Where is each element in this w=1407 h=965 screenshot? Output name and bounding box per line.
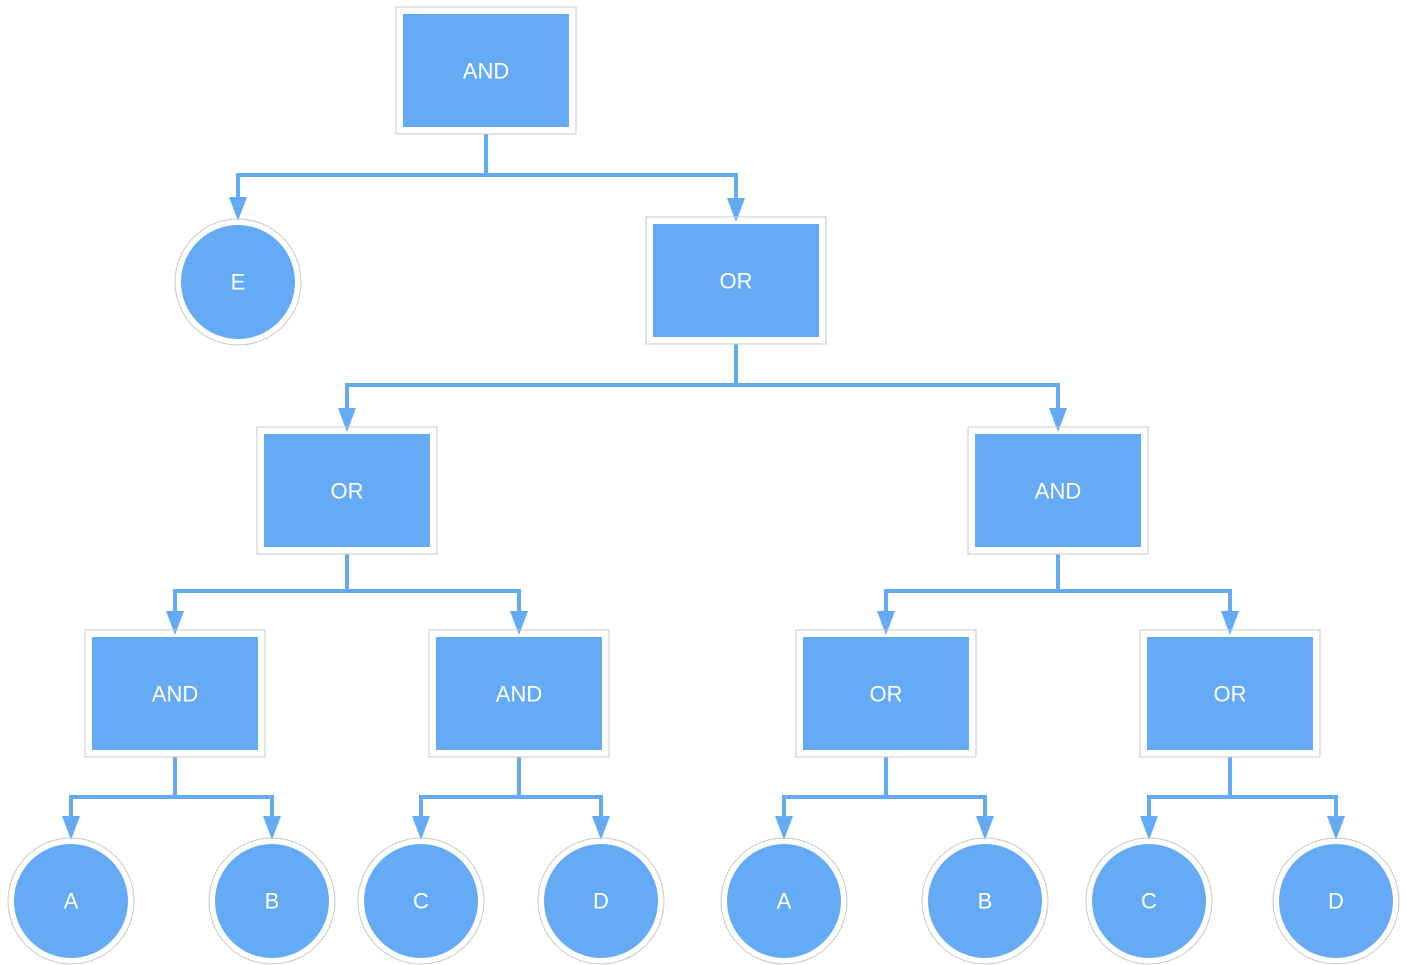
node-or-3[interactable]: OR	[795, 629, 977, 758]
arrowhead-icon	[727, 198, 745, 222]
arrowhead-icon	[976, 816, 994, 840]
leaf-e-label: E	[231, 270, 246, 295]
connector-line	[782, 795, 886, 820]
connector-line	[236, 173, 486, 201]
node-and-root[interactable]: AND	[395, 6, 577, 135]
node-and-2[interactable]: AND	[967, 426, 1149, 555]
arrowhead-icon	[1049, 408, 1067, 432]
connector-line	[419, 795, 519, 820]
node-or-2[interactable]: OR	[256, 426, 438, 555]
node-and-3[interactable]: AND	[84, 629, 266, 758]
arrowhead-icon	[263, 816, 281, 840]
node-and-4[interactable]: AND	[428, 629, 610, 758]
connector-line	[345, 383, 736, 412]
leaf-a-2-label: A	[777, 889, 792, 914]
connectors-layer	[62, 134, 1345, 840]
connector-line	[886, 795, 987, 820]
arrowhead-icon	[510, 611, 528, 635]
connector-line	[1147, 795, 1230, 820]
node-or-3-label: OR	[870, 682, 903, 707]
node-and-3-label: AND	[152, 682, 198, 707]
arrowhead-icon	[62, 816, 80, 840]
leaf-c-1-label: C	[413, 889, 429, 914]
leaf-d-2[interactable]: D	[1272, 837, 1400, 965]
arrowhead-icon	[1327, 816, 1345, 840]
leaf-a-1[interactable]: A	[7, 837, 135, 965]
connector-line	[736, 383, 1060, 412]
arrowhead-icon	[592, 816, 610, 840]
leaf-a-1-label: A	[64, 889, 79, 914]
node-or-2-label: OR	[331, 479, 364, 504]
leaf-d-1[interactable]: D	[537, 837, 665, 965]
leaf-e[interactable]: E	[174, 218, 302, 346]
node-and-2-label: AND	[1035, 479, 1081, 504]
leaf-d-1-label: D	[593, 889, 609, 914]
node-and-root-label: AND	[463, 59, 509, 84]
node-or-1-label: OR	[720, 269, 753, 294]
connector-line	[69, 795, 175, 820]
connector-line	[519, 795, 603, 820]
arrowhead-icon	[338, 408, 356, 432]
leaf-d-2-label: D	[1328, 889, 1344, 914]
connector-line	[884, 589, 1058, 615]
connector-line	[1058, 589, 1232, 615]
leaf-a-2[interactable]: A	[720, 837, 848, 965]
leaf-c-2-label: C	[1141, 889, 1157, 914]
arrowhead-icon	[775, 816, 793, 840]
connector-line	[486, 173, 738, 202]
arrowhead-icon	[1140, 816, 1158, 840]
node-or-4-label: OR	[1214, 682, 1247, 707]
arrowhead-icon	[166, 611, 184, 635]
connector-line	[1230, 795, 1338, 820]
leaf-c-1[interactable]: C	[357, 837, 485, 965]
leaf-c-2[interactable]: C	[1085, 837, 1213, 965]
node-and-4-label: AND	[496, 682, 542, 707]
leaf-b-1[interactable]: B	[208, 837, 336, 965]
connector-line	[173, 589, 347, 615]
arrowhead-icon	[412, 816, 430, 840]
leaf-b-2-label: B	[978, 889, 993, 914]
node-or-1[interactable]: OR	[645, 216, 827, 345]
leaf-b-1-label: B	[265, 889, 280, 914]
arrowhead-icon	[1221, 611, 1239, 635]
connector-line	[175, 795, 274, 820]
connector-line	[347, 589, 521, 615]
arrowhead-icon	[877, 611, 895, 635]
leaf-b-2[interactable]: B	[921, 837, 1049, 965]
arrowhead-icon	[229, 197, 247, 221]
node-or-4[interactable]: OR	[1139, 629, 1321, 758]
